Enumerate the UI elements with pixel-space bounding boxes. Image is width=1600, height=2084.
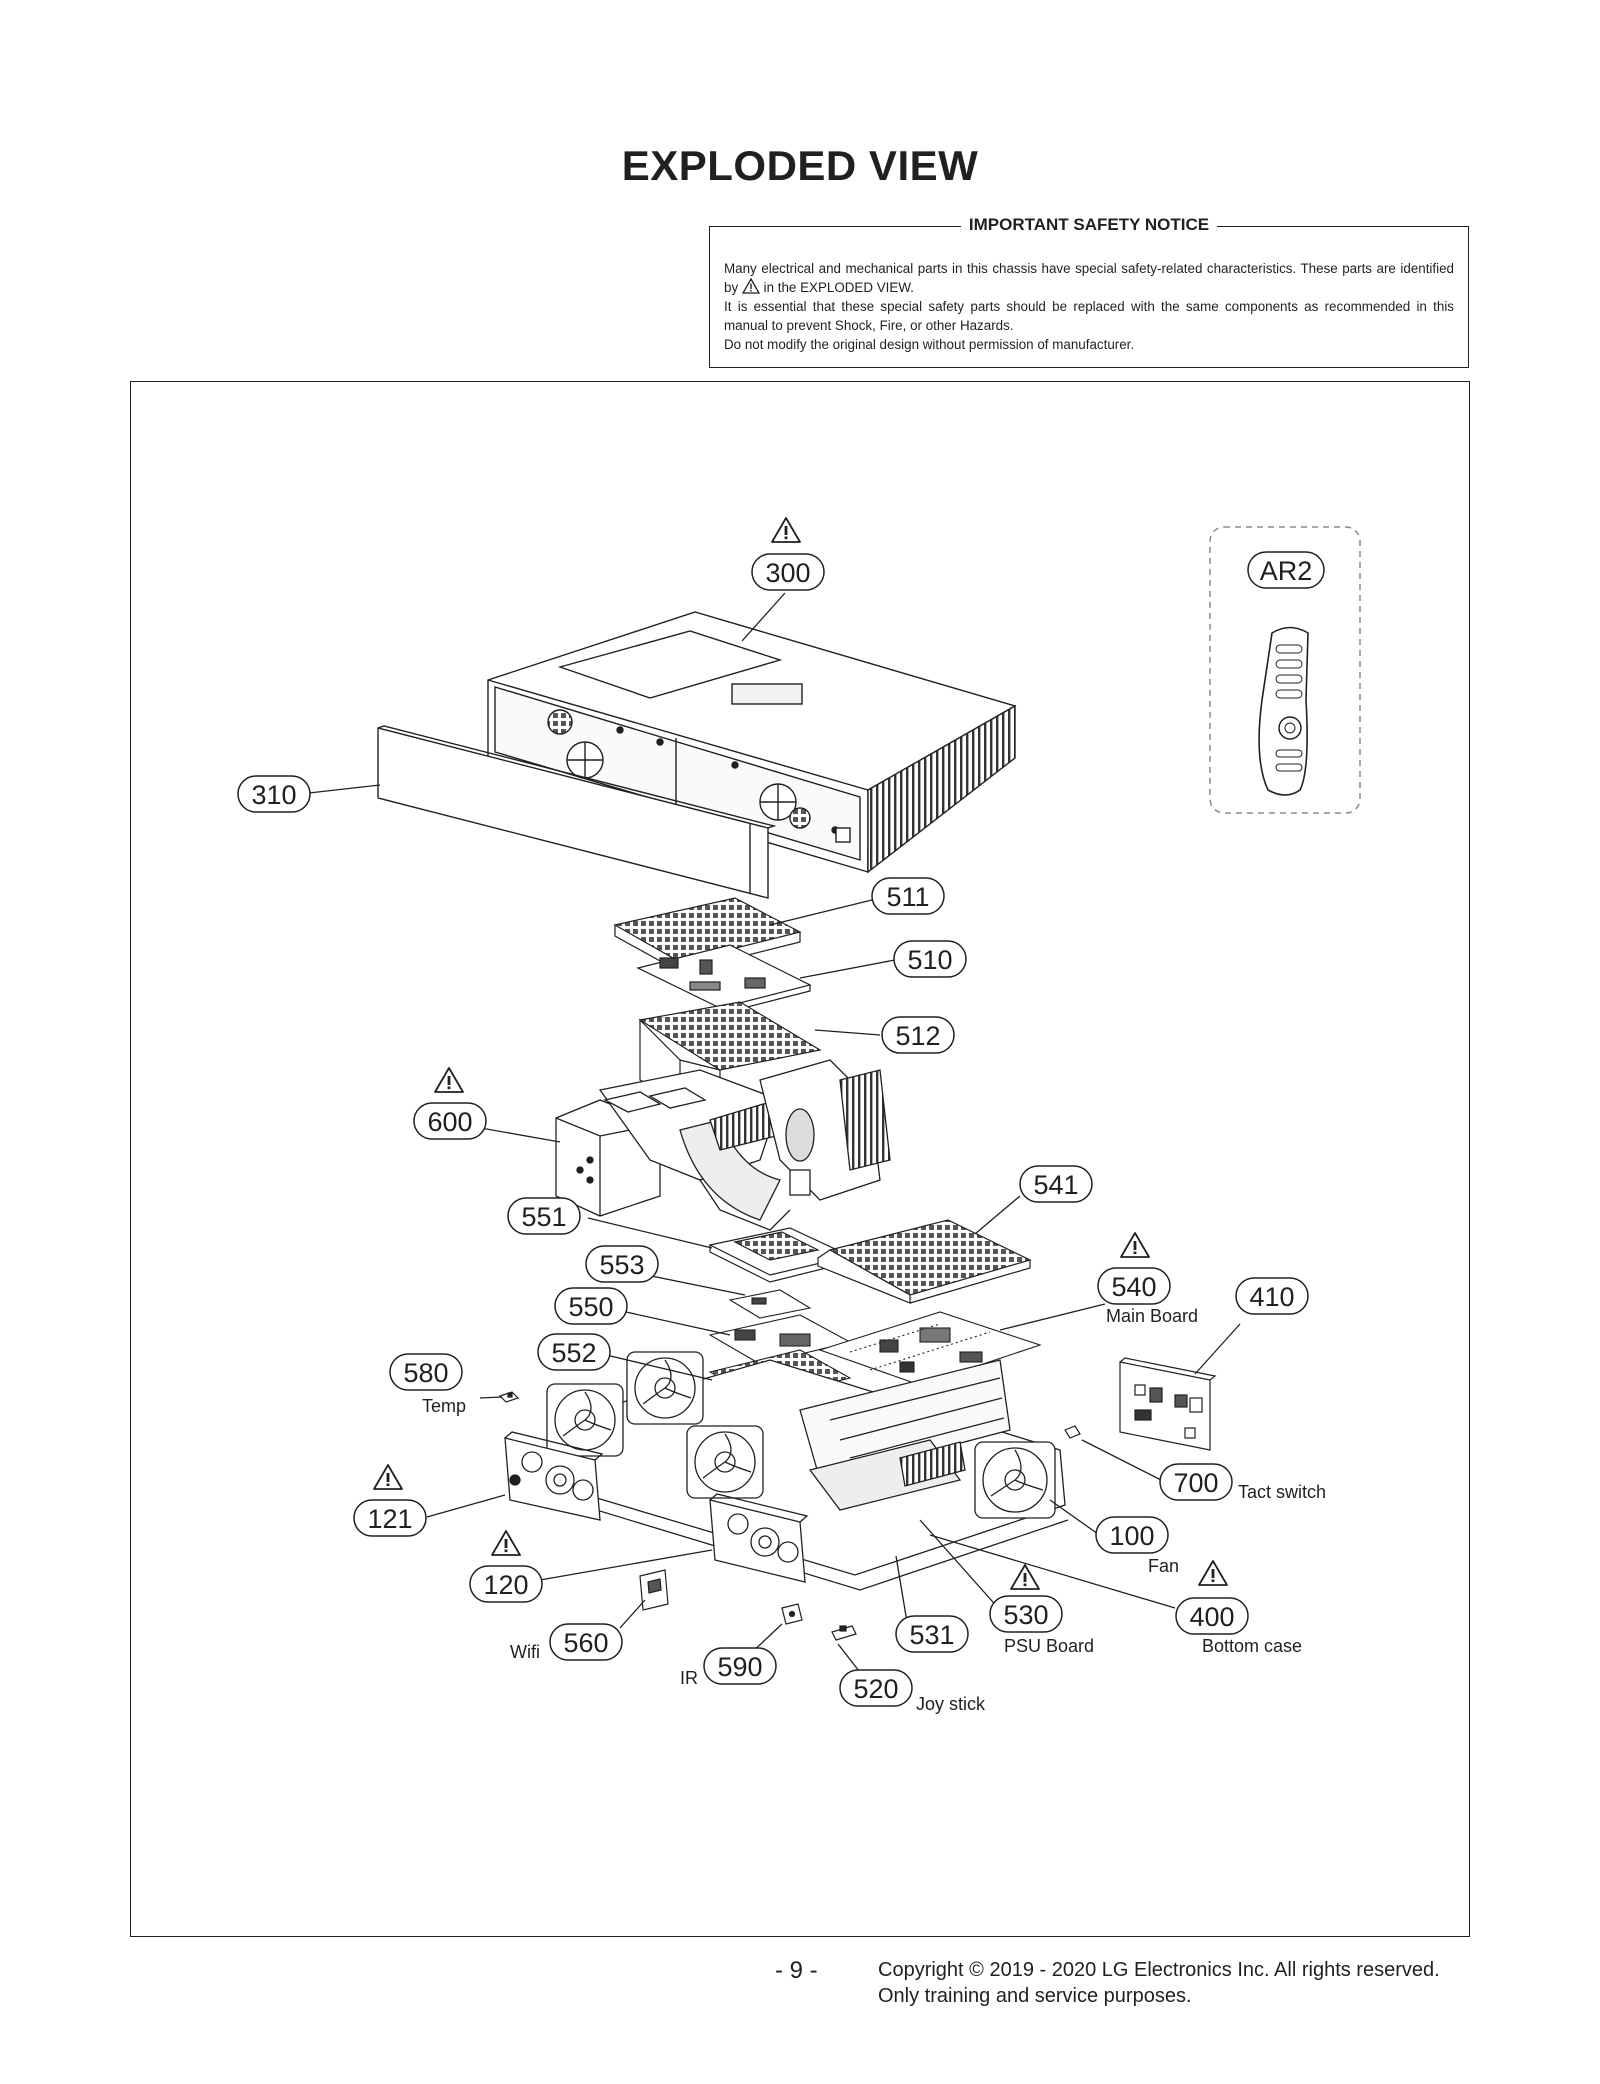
remote-part [1209,526,1361,814]
joystick-part [831,1625,857,1641]
part-number: 560 [563,1628,608,1658]
part-label-400: 400 [1175,1597,1249,1635]
notice-title: IMPORTANT SAFETY NOTICE [960,215,1218,234]
part-number: AR2 [1260,556,1313,586]
part-number: 100 [1109,1521,1154,1551]
part-label-550: 550 [554,1287,628,1325]
part-label-520: 520 [839,1669,913,1707]
caption-temp: Temp [422,1396,466,1416]
caption-psu-board: PSU Board [1004,1636,1094,1656]
temp-sensor-part [498,1391,520,1403]
caption-bottom-case: Bottom case [1202,1636,1302,1656]
footer-copyright: Copyright © 2019 - 2020 LG Electronics I… [878,1957,1440,2009]
caption-main-board: Main Board [1106,1306,1198,1326]
notice-body: Many electrical and mechanical parts in … [724,259,1454,354]
part-number: 541 [1033,1170,1078,1200]
part-number: 550 [568,1292,613,1322]
part-label-511: 511 [871,877,945,915]
part-number: 531 [909,1620,954,1650]
part-number: 511 [886,882,929,912]
part-label-560: 560 [549,1623,623,1661]
notice-text-1b: in the EXPLODED VIEW. [763,280,914,295]
part-label-310: 310 [237,775,311,813]
part-label-512: 512 [881,1016,955,1054]
part-label-700: 700 [1159,1463,1233,1501]
page-title: EXPLODED VIEW [621,142,979,189]
part-number: 310 [251,780,296,810]
ir-board-part [781,1603,803,1625]
part-number: 540 [1111,1272,1156,1302]
notice-text-3: Do not modify the original design withou… [724,337,1135,352]
optical-engine-part [555,1059,891,1231]
part-label-530: 530 [989,1595,1063,1633]
safety-notice: IMPORTANT SAFETY NOTICE Many electrical … [709,215,1469,368]
part-number: 520 [853,1674,898,1704]
speaker-120-part [709,1493,809,1583]
part-label-552: 552 [537,1333,611,1371]
part-label-580: 580 [389,1353,463,1391]
part-label-300: 300 [751,553,825,591]
diagram-frame [130,381,1470,1937]
part-number: 512 [895,1021,940,1051]
caption-tact-switch: Tact switch [1238,1482,1326,1502]
part-label-600: 600 [413,1102,487,1140]
rear-panel-410-part [1119,1357,1217,1451]
front-panel-part [377,725,777,899]
part-label-531: 531 [895,1615,969,1653]
part-number: 553 [599,1250,644,1280]
part-number: 552 [551,1338,596,1368]
page-number: - 9 - [775,1957,818,1984]
board-550-part [708,1314,852,1365]
part-number: 590 [717,1652,762,1682]
part-number: 600 [427,1107,472,1137]
part-number: 530 [1003,1600,1048,1630]
purpose-text: Only training and service purposes. [878,1985,1192,2007]
shield-541-part [817,1219,1032,1304]
tact-switch-part [1064,1425,1081,1439]
part-number: 580 [403,1358,448,1388]
part-number: 400 [1189,1602,1234,1632]
copyright-text: Copyright © 2019 - 2020 LG Electronics I… [878,1959,1440,1981]
part-label-121: 121 [353,1499,427,1537]
part-label-120: 120 [469,1565,543,1603]
part-number: 700 [1173,1468,1218,1498]
notice-text-2: It is essential that these special safet… [724,299,1454,333]
part-number: 120 [483,1570,528,1600]
caption-fan: Fan [1148,1556,1179,1576]
caption-wifi: Wifi [510,1642,540,1662]
part-label-510: 510 [893,940,967,978]
main-board-510-part [636,944,812,1015]
part-number: 551 [521,1202,566,1232]
part-label-ar2: AR2 [1247,551,1325,589]
part-label-410: 410 [1235,1277,1309,1315]
part-label-541: 541 [1019,1165,1093,1203]
notice-text-1a: Many electrical and mechanical parts in … [724,261,1454,295]
wifi-module-part [639,1569,669,1611]
board-553-part [728,1289,812,1319]
part-number: 300 [765,558,810,588]
speaker-121-part [504,1431,604,1521]
part-label-551: 551 [507,1197,581,1235]
part-label-540: 540 [1097,1267,1171,1305]
part-number: 510 [907,945,952,975]
part-label-100: 100 [1095,1516,1169,1554]
part-number: 121 [367,1504,412,1534]
caption-joy-stick: Joy stick [916,1694,986,1714]
main-board-540-part [818,1311,1042,1386]
warning-triangle-icon [741,278,760,294]
caption-ir: IR [680,1668,698,1688]
part-number: 410 [1249,1282,1294,1312]
part-label-590: 590 [703,1647,777,1685]
part-label-553: 553 [585,1245,659,1283]
